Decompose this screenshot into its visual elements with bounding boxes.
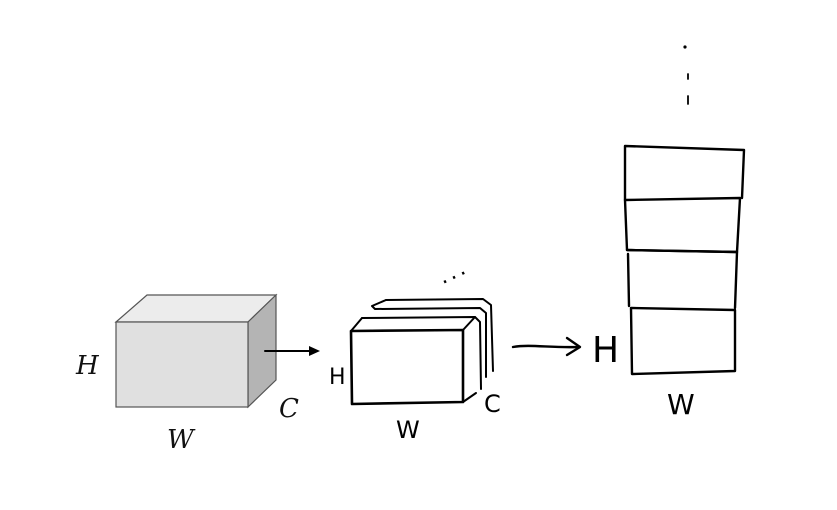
- cube-channel-label: C: [279, 394, 299, 424]
- sliced-height-label: H: [329, 365, 346, 390]
- slice-back-0: [350, 316, 476, 332]
- stack-height-label: H: [592, 330, 619, 371]
- sliced-width-label: W: [396, 416, 420, 444]
- slice-front-face: [349, 328, 465, 406]
- stack-slice-3: [623, 196, 742, 254]
- sliced-ellipsis: ...: [434, 254, 472, 289]
- stacked-tensor: [623, 144, 746, 376]
- cube-width-label: W: [167, 425, 196, 455]
- stack-slice-2: [625, 248, 739, 310]
- slice-front-right-edge: [462, 392, 477, 403]
- arrow-to-slices: [264, 346, 320, 356]
- arrow-to-stack: [511, 336, 582, 357]
- slice-back-1: [361, 316, 482, 390]
- sliced-tensor: [349, 298, 494, 406]
- slice-back-2: [371, 299, 487, 378]
- stack-slice-4: [623, 144, 746, 202]
- slice-back-3: [385, 298, 494, 372]
- input-tensor-cube: [114, 293, 278, 409]
- stack-width-label: W: [667, 388, 695, 421]
- sliced-channel-label: C: [484, 390, 501, 418]
- stack-ellipsis: [683, 45, 689, 105]
- cube-front-face: [115, 321, 249, 408]
- stack-slice-1: [629, 306, 737, 376]
- stack-ellipsis-text: ...: [0, 0, 2, 1]
- cube-height-label: H: [75, 351, 100, 381]
